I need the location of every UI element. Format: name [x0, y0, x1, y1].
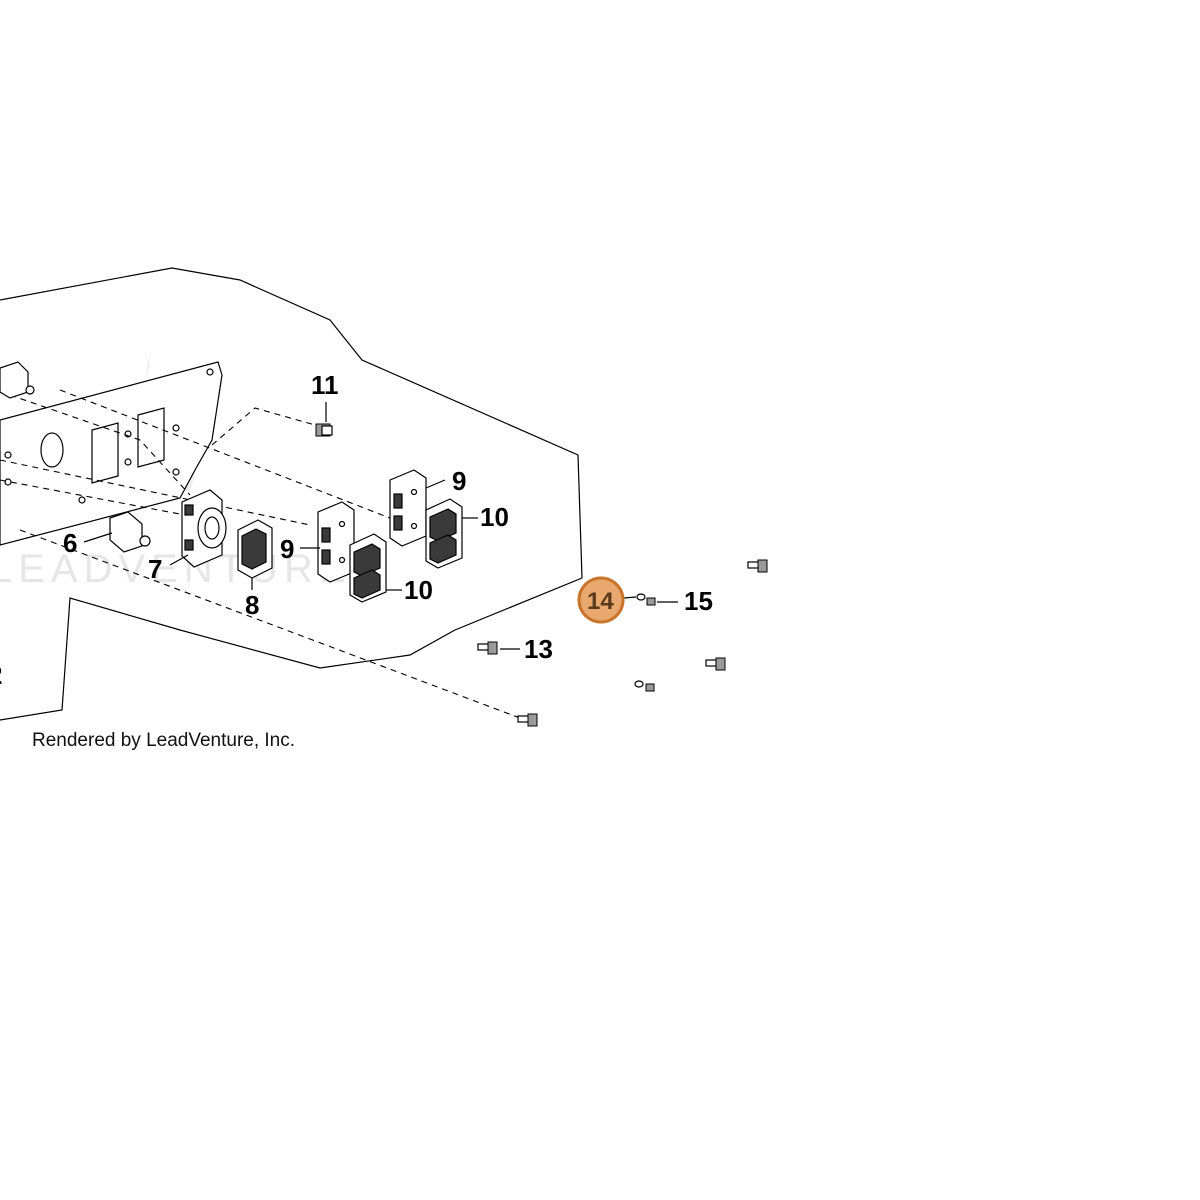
- callout-13[interactable]: 13: [524, 634, 553, 664]
- callout-10-lower[interactable]: 10: [404, 575, 433, 605]
- panel-cutouts: [4, 368, 214, 504]
- callout-15[interactable]: 15: [684, 586, 713, 616]
- housing-outline: [0, 267, 583, 721]
- callout-14-highlight[interactable]: [577, 576, 625, 624]
- bolt-right-upper: [747, 559, 768, 573]
- bolt-lower: [517, 713, 538, 727]
- bolt-right-lower: [705, 657, 726, 671]
- callout-14[interactable]: 14: [587, 588, 614, 615]
- watermark-text: LEADVENTURE: [0, 547, 352, 591]
- callout-9-upper[interactable]: 9: [452, 466, 466, 496]
- credit-text: Rendered by LeadVenture, Inc.: [32, 730, 295, 751]
- callout-6[interactable]: 6: [63, 528, 77, 558]
- part-7-receptacle: [169, 489, 227, 568]
- callout-11[interactable]: 11: [311, 370, 339, 400]
- part-8-cover: [237, 519, 273, 590]
- callout-10-upper[interactable]: 10: [480, 502, 509, 532]
- part-11-nut: [315, 402, 333, 437]
- part-6-breaker: [83, 511, 151, 553]
- part-10-cover-upper: [425, 498, 478, 569]
- callout-2[interactable]: 2: [0, 660, 2, 690]
- part-10-cover-lower: [349, 533, 402, 603]
- part-15-nut: [646, 597, 678, 606]
- part-14-washer: [623, 593, 646, 601]
- callout-8[interactable]: 8: [245, 590, 259, 620]
- part-breaker-top: [0, 361, 35, 399]
- callout-9-lower[interactable]: 9: [280, 534, 294, 564]
- part-13-bolt: [477, 641, 520, 655]
- assembly-guide-lines: [0, 389, 521, 719]
- washer-nut-lower: [634, 680, 655, 692]
- callout-7[interactable]: 7: [148, 554, 162, 584]
